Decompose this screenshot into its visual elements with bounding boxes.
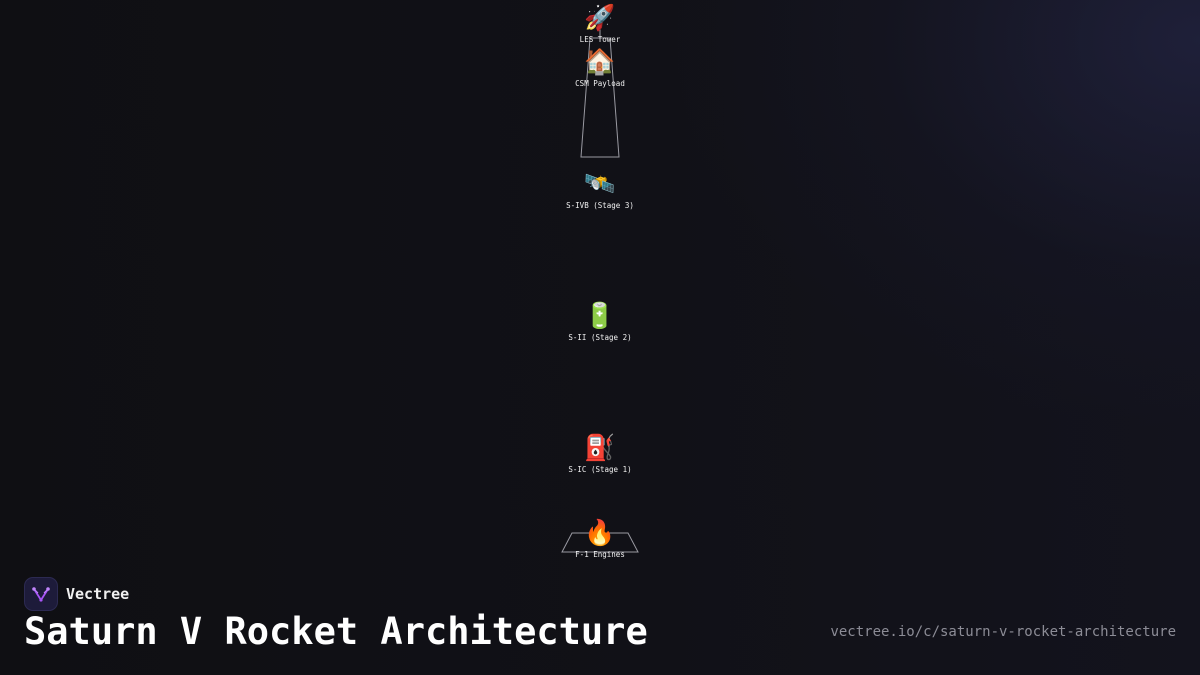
page-title: Saturn V Rocket Architecture	[24, 610, 648, 653]
node-label: LES Tower	[579, 35, 621, 44]
node-label: S-IVB (Stage 3)	[566, 201, 634, 210]
node-csm[interactable]: 🏠 CSM Payload	[575, 47, 625, 88]
rocket-icon: 🚀	[584, 3, 616, 32]
vectree-logo-icon	[24, 577, 58, 611]
node-sivb[interactable]: 🛰️ S-IVB (Stage 3)	[566, 169, 634, 210]
house-icon: 🏠	[584, 47, 616, 76]
node-label: CSM Payload	[575, 79, 625, 88]
page-url[interactable]: vectree.io/c/saturn-v-rocket-architectur…	[830, 624, 1176, 640]
engine-base-outline	[561, 532, 639, 553]
node-f1[interactable]: 🔥 F-1 Engines	[575, 518, 625, 559]
brand-name: Vectree	[66, 585, 130, 603]
upper-stack-outline	[580, 37, 620, 158]
node-les[interactable]: 🚀 LES Tower	[580, 3, 621, 44]
satellite-icon: 🛰️	[584, 169, 616, 198]
node-label: F-1 Engines	[575, 550, 625, 559]
brand: Vectree	[24, 577, 129, 611]
node-sic[interactable]: ⛽ S-IC (Stage 1)	[568, 433, 631, 474]
fuel-pump-icon: ⛽	[584, 433, 616, 462]
battery-icon: 🔋	[584, 301, 616, 330]
fire-icon: 🔥	[584, 518, 616, 547]
node-label: S-II (Stage 2)	[568, 333, 632, 342]
node-label: S-IC (Stage 1)	[568, 465, 632, 474]
node-sii[interactable]: 🔋 S-II (Stage 2)	[568, 301, 631, 342]
